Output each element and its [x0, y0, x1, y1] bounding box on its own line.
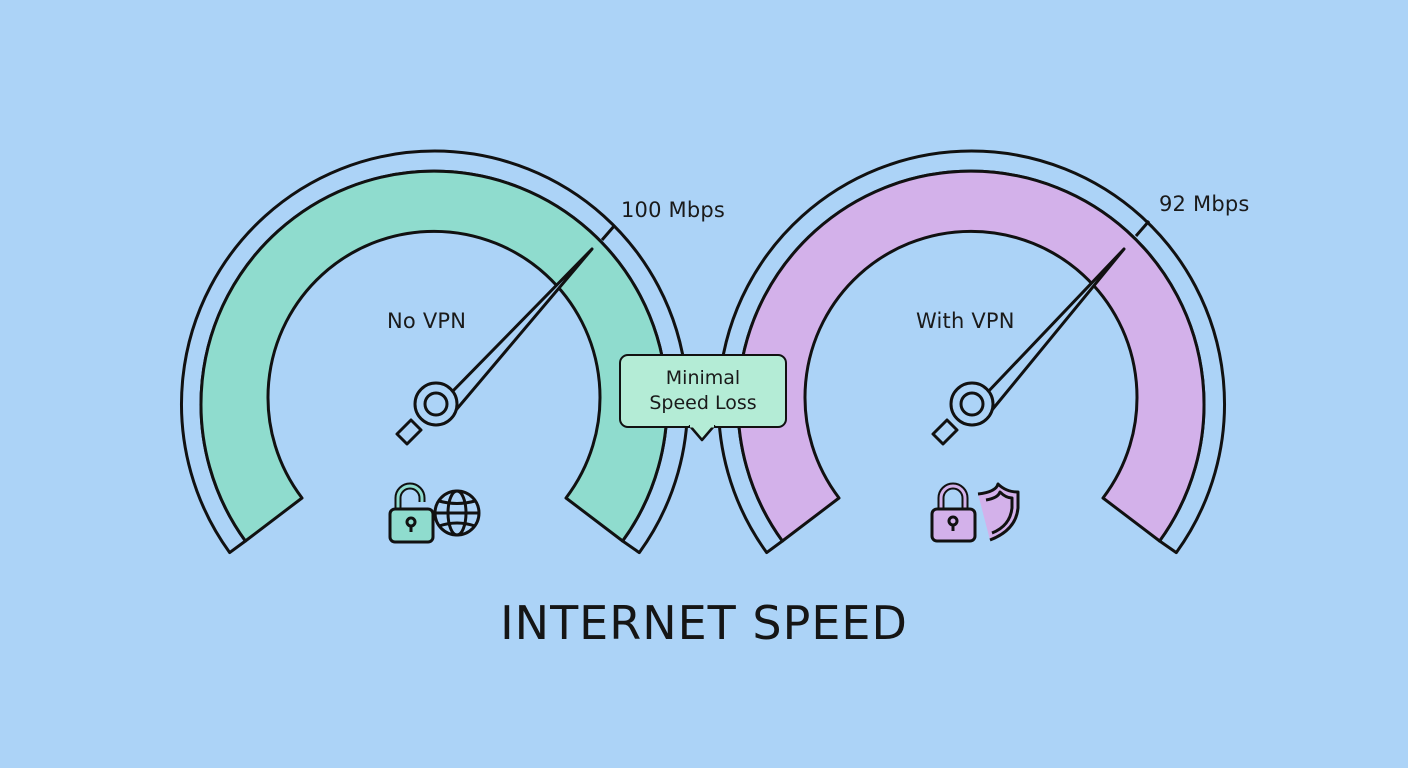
with-vpn-gauge-label: With VPN [916, 309, 1015, 333]
globe-icon [433, 489, 481, 537]
gauge-with-vpn [717, 149, 1226, 555]
needle-tail [931, 418, 959, 446]
shield-icon [977, 482, 1020, 542]
minimal-speed-loss-callout: Minimal Speed Loss [619, 354, 787, 428]
needle-tail [395, 418, 423, 446]
no-vpn-speed-label: 100 Mbps [621, 198, 726, 222]
page-title: INTERNET SPEED [500, 596, 908, 650]
no-vpn-gauge-label: No VPN [387, 309, 467, 333]
callout-line-1: Minimal [665, 367, 741, 389]
gauge-fill-band [199, 169, 669, 543]
callout-line-2: Speed Loss [649, 392, 757, 414]
max-tick [600, 224, 617, 241]
with-vpn-speed-label: 92 Mbps [1159, 192, 1250, 216]
gauge-fill-band [736, 169, 1206, 543]
needle [446, 247, 594, 412]
needle-hub-inner [423, 391, 449, 417]
locked-padlock-icon [930, 482, 977, 543]
needle-hub-inner [959, 391, 985, 417]
max-tick [1134, 220, 1151, 237]
unlocked-padlock-icon [388, 482, 435, 544]
callout-pointer [688, 425, 716, 442]
gauge-no-vpn [180, 149, 689, 555]
